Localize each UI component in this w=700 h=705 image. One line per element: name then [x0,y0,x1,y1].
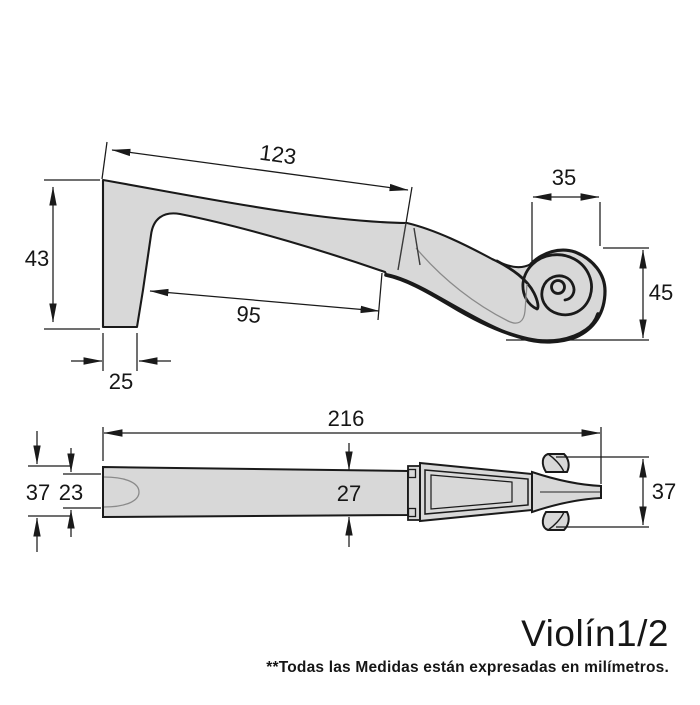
pegbox-cavity-inner [430,474,513,510]
neck-shaft-top-view [102,465,409,519]
top-view-drawing [102,453,602,531]
dim-label-43: 43 [25,246,49,271]
scroll-ear-bottom-curve [547,511,565,531]
dim-label-95: 95 [235,301,262,328]
side-view-dimensions [44,141,649,371]
top-view-dimensions [28,427,649,552]
dim-216 [102,427,602,484]
nut-line [397,222,407,271]
pegbox-inner-wall-line [415,247,528,324]
dim-123 [101,141,413,224]
fingerboard-end-line [413,227,421,266]
dim-label-216: 216 [328,406,365,431]
dim-label-23: 23 [59,480,83,505]
dim-45 [506,247,649,341]
dim-25 [71,333,171,371]
side-view-drawing [101,178,607,344]
drawing-title: Violín1/2 [521,613,669,654]
dim-label-35: 35 [552,165,576,190]
dim-43 [44,179,100,330]
dim-35 [531,193,601,263]
heel-button-arc [103,476,140,508]
nut-notch-bottom [407,507,417,518]
side-view-outline [101,178,607,344]
dim-95 [149,272,383,321]
dim-37-left [28,431,71,552]
dim-23 [63,448,101,537]
units-footnote: **Todas las Medidas están expresadas en … [266,659,669,676]
dim-37-right [556,456,649,528]
dim-label-37-left: 37 [26,480,50,505]
scroll-outline [520,248,607,344]
dim-label-27: 27 [337,481,361,506]
dim-label-25: 25 [109,369,133,394]
pegbox-cavity-outer [424,469,529,515]
scroll-eye [550,279,566,295]
dim-label-123: 123 [258,140,298,170]
nut-top-view [407,465,421,521]
dim-label-45: 45 [649,280,673,305]
nut-notch-top [407,468,417,479]
dim-label-37-right: 37 [652,479,676,504]
scroll-spiral [495,253,593,317]
scroll-ear-top-curve [547,453,565,473]
